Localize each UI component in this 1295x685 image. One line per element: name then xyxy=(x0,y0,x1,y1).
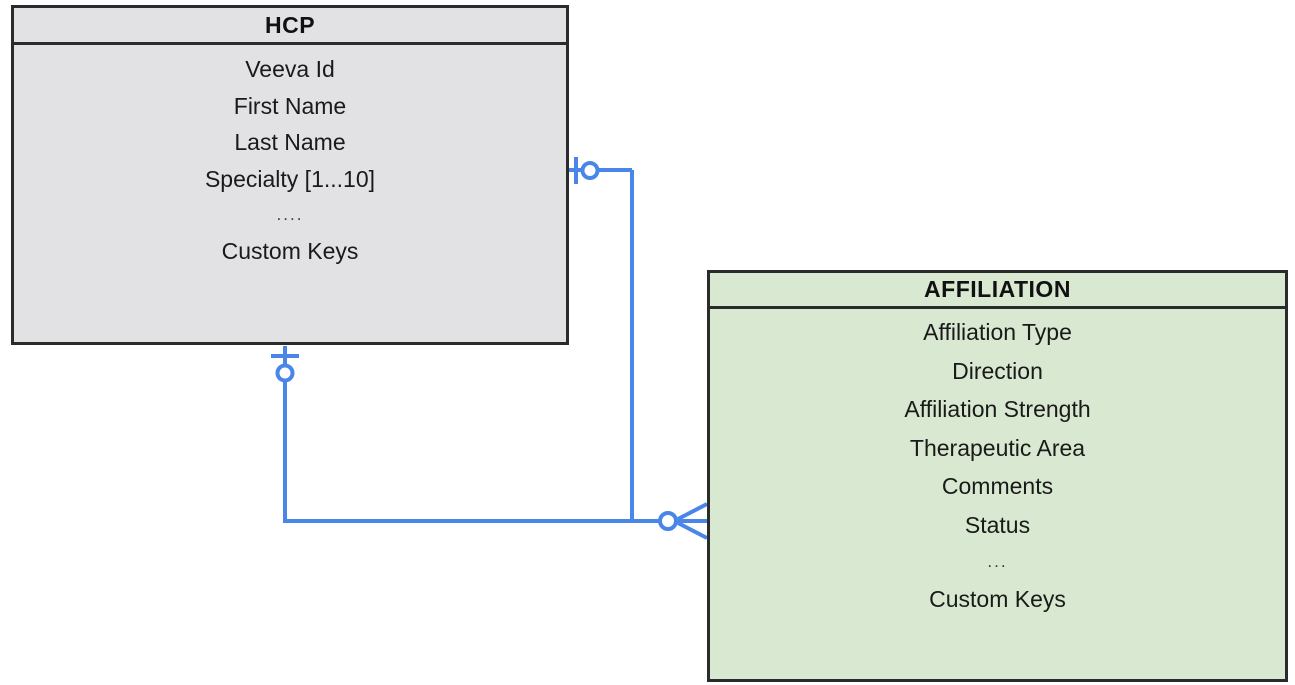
entity-attribute-list-affiliation: Affiliation Type Direction Affiliation S… xyxy=(710,309,1285,679)
attribute-row: Specialty [1...10] xyxy=(204,165,376,192)
attribute-row: Status xyxy=(964,511,1031,538)
entity-box-hcp[interactable]: HCP Veeva Id First Name Last Name Specia… xyxy=(11,5,569,345)
attribute-row: Custom Keys xyxy=(929,586,1066,612)
attribute-row: First Name xyxy=(233,92,347,119)
attribute-row: Comments xyxy=(941,473,1054,499)
entity-title-hcp: HCP xyxy=(14,8,566,45)
attribute-row: Affiliation Type xyxy=(923,319,1072,345)
attribute-row: Therapeutic Area xyxy=(909,434,1086,461)
attribute-row: Custom Keys xyxy=(221,238,359,264)
attribute-row: Affiliation Strength xyxy=(904,396,1091,422)
relationship-hcp-bottom-to-affiliation xyxy=(271,346,668,523)
attribute-row: Direction xyxy=(952,357,1043,384)
relationship-hcp-right-to-affiliation xyxy=(566,157,634,521)
entity-box-affiliation[interactable]: AFFILIATION Affiliation Type Direction A… xyxy=(707,270,1288,682)
attribute-row: Last Name xyxy=(234,129,346,155)
cardinality-one-and-only-one-hcp-bottom xyxy=(271,354,299,383)
attribute-row-ellipsis: ... xyxy=(987,552,1008,571)
cardinality-one-and-only-one-hcp-right xyxy=(574,157,600,184)
cardinality-zero-or-many-affiliation-left xyxy=(658,502,708,540)
entity-attribute-list-hcp: Veeva Id First Name Last Name Specialty … xyxy=(14,45,566,342)
attribute-row-ellipsis: .... xyxy=(276,205,304,224)
entity-title-affiliation: AFFILIATION xyxy=(710,273,1285,309)
attribute-row: Veeva Id xyxy=(245,56,335,82)
